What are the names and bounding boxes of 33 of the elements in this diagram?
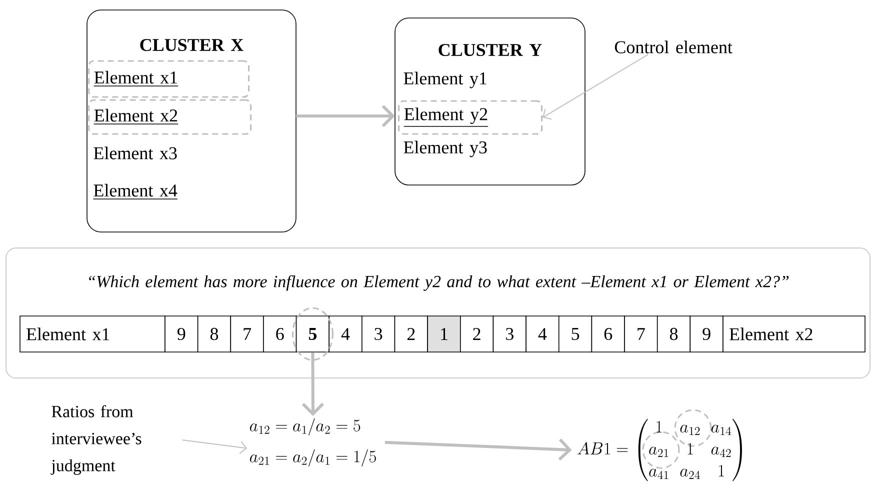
- arrow: [384, 438, 572, 461]
- element-label: Element x4: [92, 184, 178, 200]
- arrow: [296, 104, 395, 128]
- table-cell: 6: [263, 316, 297, 352]
- element-label: Element y3: [404, 140, 487, 158]
- callout-text: Control element: [614, 40, 732, 54]
- element-label: Element x1: [88, 60, 250, 98]
- table-cell: 4: [328, 316, 362, 352]
- element-label: Element x3: [94, 146, 177, 160]
- table-cell: 5: [558, 316, 592, 352]
- element-label: Element y1: [404, 72, 486, 88]
- table-cell: 9: [690, 316, 724, 352]
- formula: $a_{12} = a_1 / a_2 = 5$ $a_{21} = a_2 / a_1 = 1/5$: [250, 418, 376, 466]
- element-label: Element y2: [398, 100, 543, 135]
- arrow: [182, 440, 248, 454]
- table-cell: 9: [164, 316, 198, 352]
- table-cell: 7: [624, 316, 658, 352]
- element-label: Element x2: [88, 99, 252, 135]
- arrow: [302, 352, 324, 416]
- table-cell: 1: [427, 316, 461, 352]
- table-cell: 8: [197, 316, 232, 352]
- table-cell: 2: [394, 316, 428, 352]
- table-cell: 6: [591, 316, 625, 352]
- table-cell: 3: [492, 316, 526, 352]
- table-cell: 2: [460, 316, 494, 352]
- table-cell: 4: [526, 316, 560, 352]
- arrow: [542, 54, 648, 120]
- matrix-formula: $AB1 = \begin{pmatrix} 1 & a_{12} & a_{14} \\ a_{21} & 1 & a_{42} \\ a_{41} & a_{24} & 1 \end{pmatrix}$: [578, 418, 742, 482]
- table-cell: 8: [656, 316, 691, 352]
- table-cell: 7: [230, 316, 264, 352]
- note-text: Ratios from interviewee’s judgment: [50, 405, 142, 475]
- table-cell: 3: [362, 316, 396, 352]
- table-cell: 5: [296, 316, 330, 352]
